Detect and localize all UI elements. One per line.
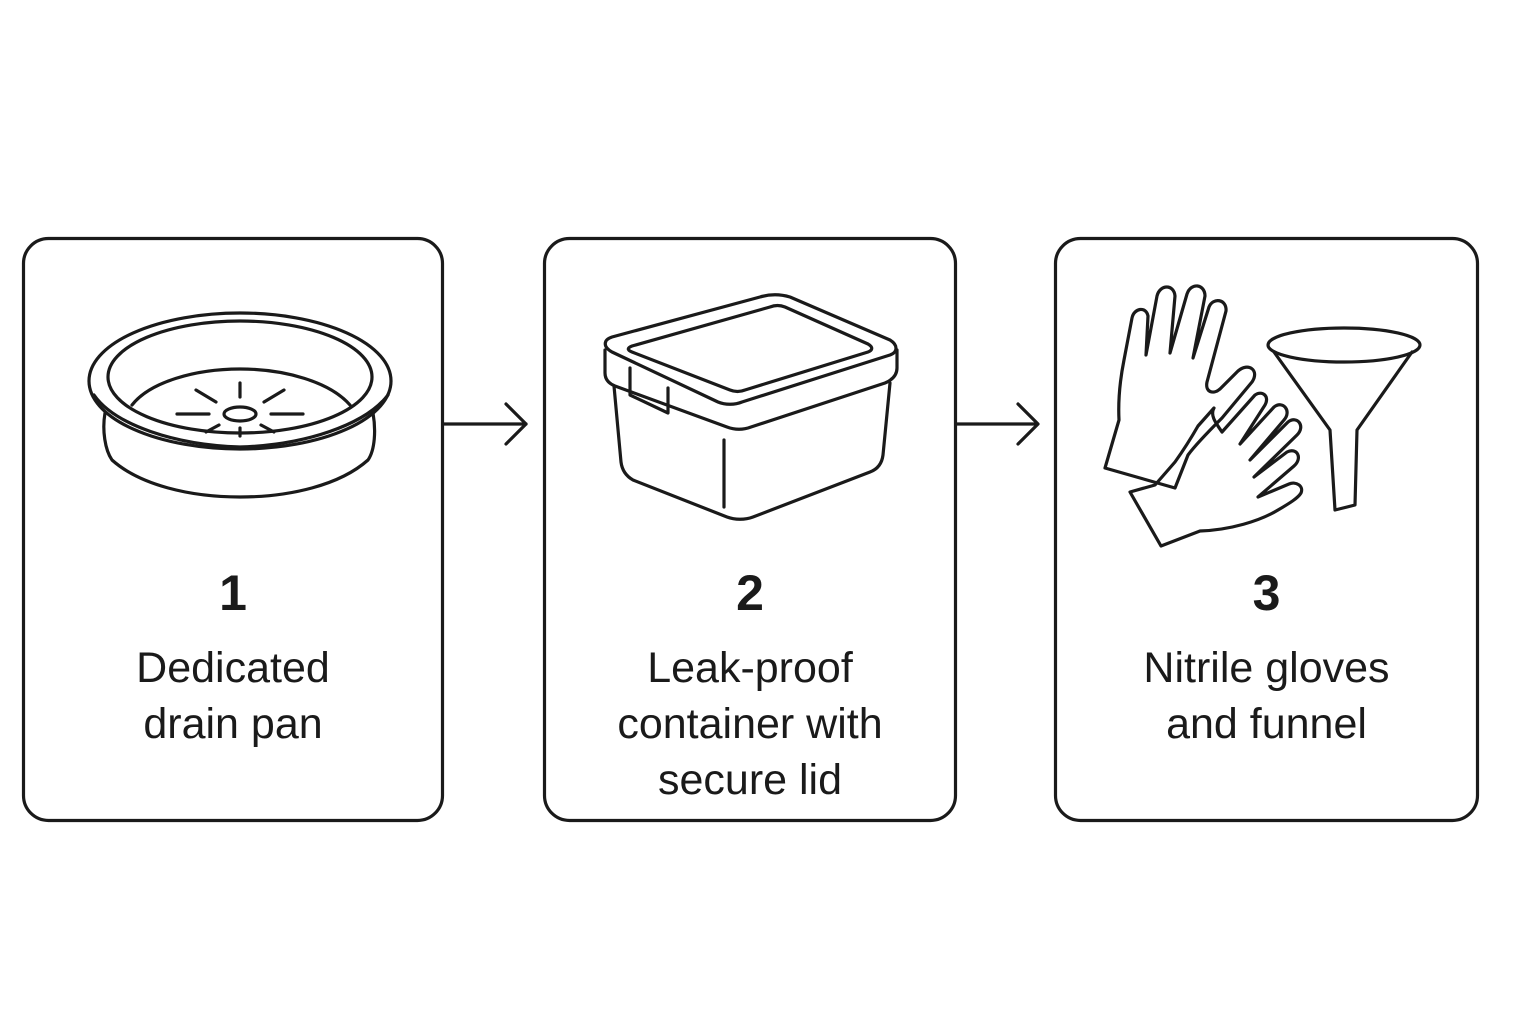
step-label-line: container with [617,700,883,748]
gloves-and-funnel-icon [1103,284,1422,548]
step-1-card [21,236,445,823]
step-label: Leak-proof container with secure lid [543,640,957,808]
step-label: Dedicated drain pan [22,640,444,752]
step-label-line: Leak-proof [647,644,853,692]
funnel-icon [1266,326,1422,512]
step-label-line: secure lid [657,756,843,804]
step-2-card [542,236,958,823]
step-label-line: Dedicated [136,644,330,692]
step-label-line: Nitrile gloves [1143,644,1390,692]
step-3-card [1053,236,1480,823]
step-label: Nitrile gloves and funnel [1054,640,1479,752]
step-number: 3 [1252,565,1281,621]
step-number: 1 [219,565,247,621]
step-1: 1 Dedicated drain pan [22,0,444,1024]
glove-icon [1128,391,1304,548]
arrow-right-icon [441,402,528,446]
arrow-right-icon [955,402,1040,446]
step-label-line: drain pan [143,700,323,748]
glove-icon [1103,284,1257,490]
step-2: 2 Leak-proof container with secure lid [543,0,957,1024]
step-number: 2 [736,565,764,621]
step-label-line: and funnel [1166,700,1367,748]
drain-pan-icon [87,311,393,499]
step-3: 3 Nitrile gloves and funnel [1054,0,1479,1024]
container-with-lid-icon [603,293,899,521]
